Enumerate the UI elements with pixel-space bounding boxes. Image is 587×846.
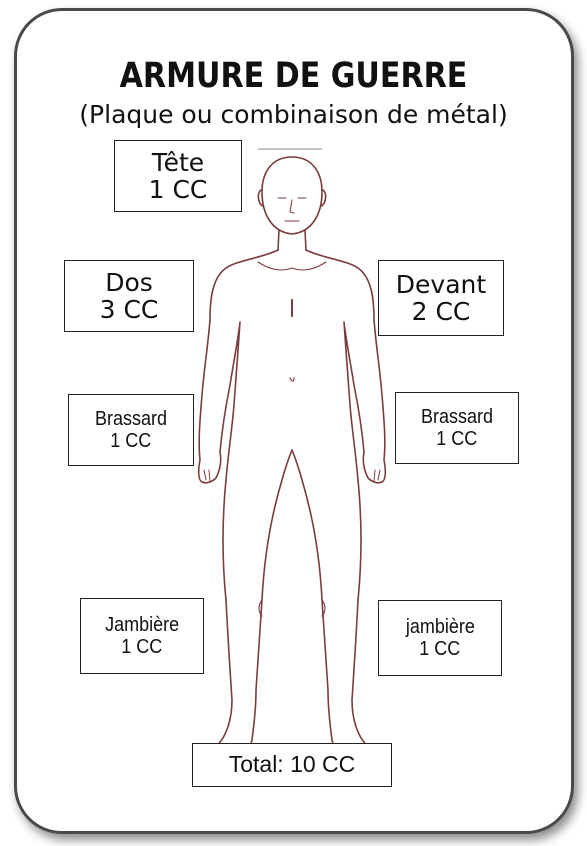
page-subtitle: (Plaque ou combinaison de métal) [0,100,587,129]
label-jambiere-left-name: Jambière [105,614,179,636]
label-jambiere-right-cost: 1 CC [419,638,460,660]
label-dos-cost: 3 CC [100,296,159,324]
label-brassard-right-name: Brassard [421,406,493,428]
total-box: Total: 10 CC [192,743,392,787]
label-jambiere-left-cost: 1 CC [121,636,162,658]
label-jambiere-right: jambière 1 CC [378,600,502,676]
label-tete: Tête 1 CC [114,140,242,212]
label-brassard-right: Brassard 1 CC [395,392,519,464]
label-brassard-left-name: Brassard [95,408,167,430]
label-brassard-left: Brassard 1 CC [68,394,194,466]
label-devant: Devant 2 CC [378,260,504,336]
label-devant-name: Devant [396,271,486,299]
page-title: ARMURE DE GUERRE [41,56,546,96]
label-dos-name: Dos [105,269,153,297]
label-brassard-right-cost: 1 CC [436,428,477,450]
label-jambiere-left: Jambière 1 CC [80,598,204,674]
label-jambiere-right-name: jambière [405,616,474,638]
label-tete-name: Tête [152,149,204,177]
label-devant-cost: 2 CC [412,298,471,326]
label-tete-cost: 1 CC [149,176,208,204]
label-dos: Dos 3 CC [64,260,194,332]
label-brassard-left-cost: 1 CC [110,430,151,452]
total-label: Total: 10 CC [229,752,356,777]
